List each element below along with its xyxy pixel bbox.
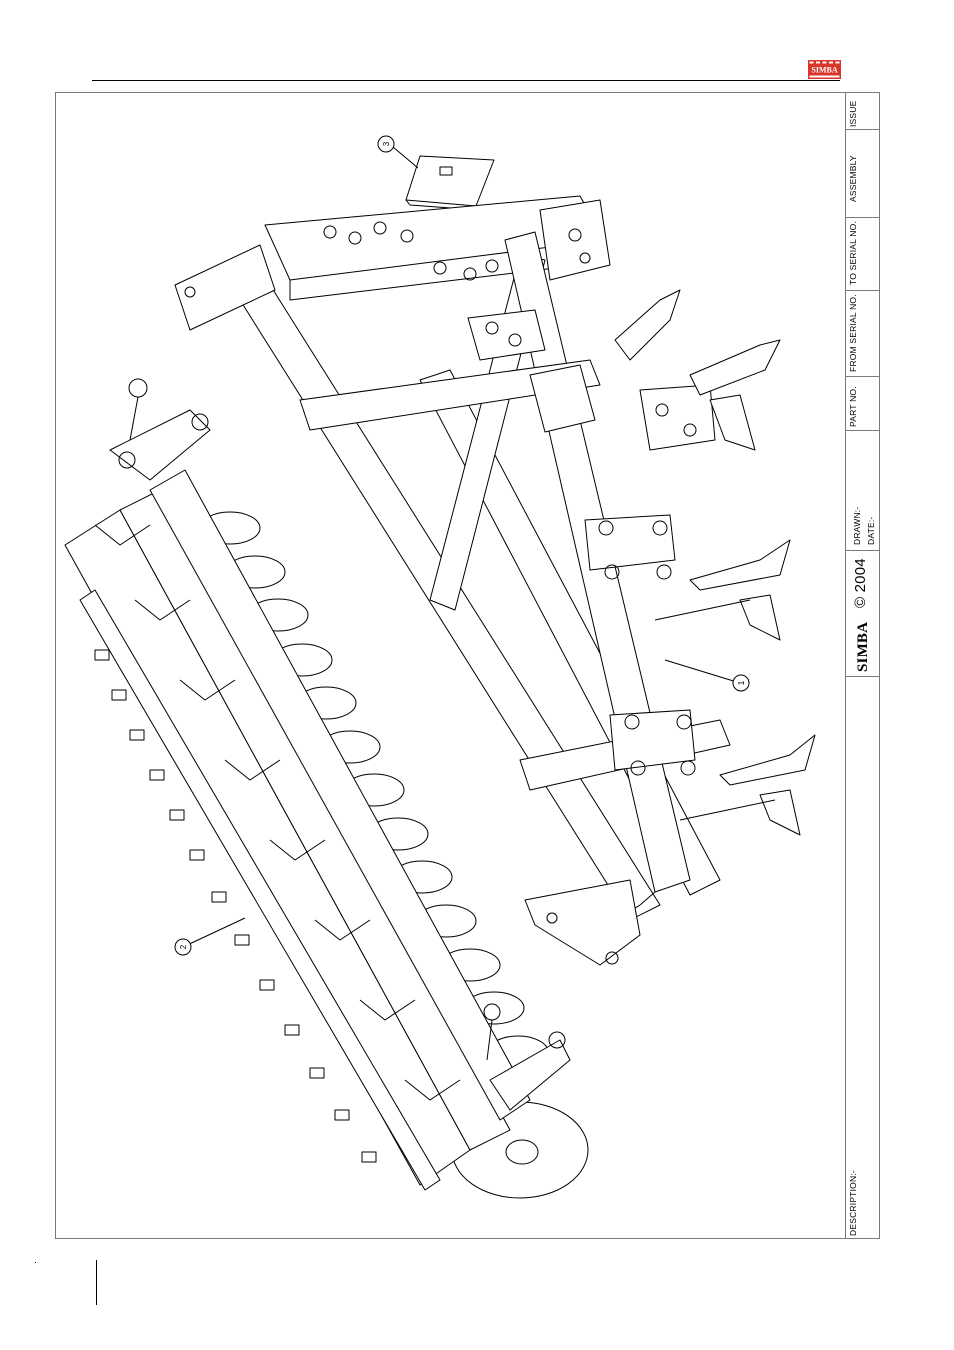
copyright-text: © 2004	[852, 558, 869, 608]
header-rule	[92, 80, 840, 81]
svg-text:2: 2	[179, 944, 188, 949]
simba-logo: SIMBA	[808, 60, 841, 79]
footer-dot	[35, 1262, 36, 1263]
svg-text:1: 1	[737, 680, 746, 685]
drawn-label: DRAWN:-	[852, 507, 862, 545]
from-serial-label: FROM SERIAL NO.	[848, 294, 858, 372]
svg-text:3: 3	[382, 141, 391, 146]
callout-3: 3	[378, 136, 394, 152]
footer-rule	[96, 1260, 97, 1305]
date-label: DATE:-	[866, 517, 876, 545]
assembly-drawing: 3 1 2	[56, 93, 844, 1238]
callout-2: 2	[175, 939, 191, 955]
brand-text: SIMBA	[855, 622, 872, 672]
assembly-label: ASSEMBLY	[848, 155, 858, 202]
to-serial-label: TO SERIAL NO.	[848, 221, 858, 285]
description-label: DESCRIPTION:-	[848, 1170, 858, 1236]
part-no-label: PART NO.	[848, 386, 858, 427]
logo-text: SIMBA	[811, 66, 837, 75]
issue-label: ISSUE	[848, 100, 858, 127]
callout-1: 1	[733, 675, 749, 691]
decal-plate	[406, 156, 494, 210]
